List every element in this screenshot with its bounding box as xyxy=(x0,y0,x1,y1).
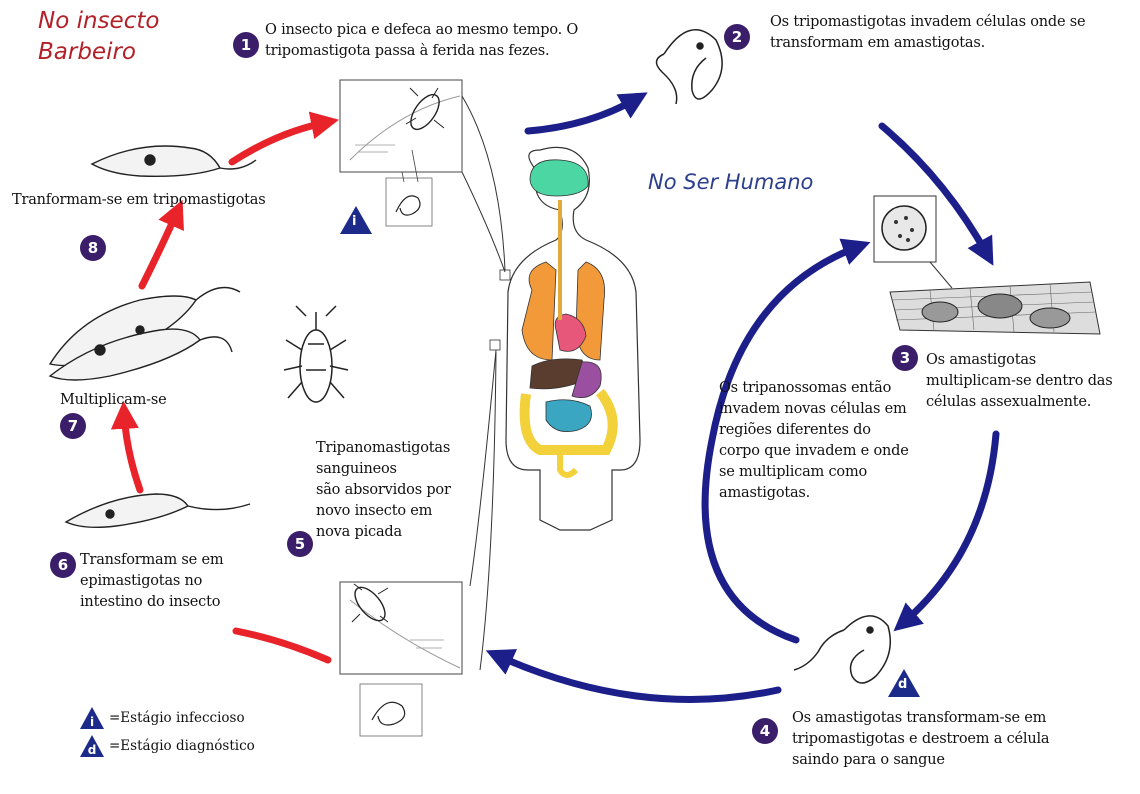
infective-legend-icon: i xyxy=(78,706,106,730)
arrow-4-to-5 xyxy=(496,655,778,699)
step-badge-4: 4 xyxy=(752,718,778,744)
amastigote-cell-icon xyxy=(874,196,952,288)
center-explanation: Os tripanossomas então invadem novas cél… xyxy=(719,378,939,504)
triatomine-bug-icon xyxy=(284,306,348,402)
step-text-2: Os tripomastigotas invadem células onde … xyxy=(770,12,1140,54)
svg-text:i: i xyxy=(90,715,94,729)
diagnostic-marker-letter: d xyxy=(898,677,910,692)
bite-inset-top xyxy=(340,80,462,226)
infected-muscle-tissue-icon xyxy=(890,282,1100,334)
epimastigote-icon xyxy=(66,494,250,527)
legend-diagnostic: d =Estágio diagnóstico xyxy=(78,734,255,758)
legend-infective: i =Estágio infeccioso xyxy=(78,706,245,730)
legend-diagnostic-label: =Estágio diagnóstico xyxy=(109,738,255,754)
step-badge-2: 2 xyxy=(724,24,750,50)
step-badge-3: 3 xyxy=(892,345,918,371)
arrow-6-to-7 xyxy=(124,412,140,490)
step-text-4: Os amastigotas transformam-se em tripoma… xyxy=(792,708,1092,771)
step-text-1: O insecto pica e defeca ao mesmo tempo. … xyxy=(265,20,635,62)
step-text-3: Os amastigotas multiplicam-se dentro das… xyxy=(926,350,1136,413)
trypomastigote-invading-icon xyxy=(656,30,722,104)
arrow-5-to-6 xyxy=(236,631,328,660)
bite-inset-bottom xyxy=(340,582,462,736)
insect-heading: No insecto Barbeiro xyxy=(38,6,159,68)
step-badge-5: 5 xyxy=(287,531,313,557)
step-badge-1: 1 xyxy=(233,32,259,58)
infective-marker-letter: i xyxy=(352,214,360,229)
multiplying-epimastigotes-icon xyxy=(50,288,240,381)
svg-text:d: d xyxy=(88,743,97,757)
step-badge-7: 7 xyxy=(60,413,86,439)
step-text-5: Tripanomastigotas sanguineos são absorvi… xyxy=(316,438,486,543)
arrow-8-to-1 xyxy=(232,122,328,162)
legend-infective-label: =Estágio infeccioso xyxy=(109,710,245,726)
step-badge-6: 6 xyxy=(50,552,76,578)
small-intestine-icon xyxy=(546,400,592,432)
arrow-7-to-8 xyxy=(142,210,178,286)
arrow-1-to-2 xyxy=(528,98,638,131)
step-text-6: Transformam se em epimastigotas no intes… xyxy=(80,550,280,613)
brain-icon xyxy=(530,160,588,196)
human-heading: No Ser Humano xyxy=(648,170,813,194)
step-badge-8: 8 xyxy=(80,235,106,261)
step-text-7: Multiplicam-se xyxy=(60,390,220,411)
trypomastigote-released-icon xyxy=(794,616,890,683)
human-body xyxy=(462,96,640,670)
step-text-8: Tranformam-se em tripomastigotas xyxy=(12,190,292,211)
diagnostic-legend-icon: d xyxy=(78,734,106,758)
